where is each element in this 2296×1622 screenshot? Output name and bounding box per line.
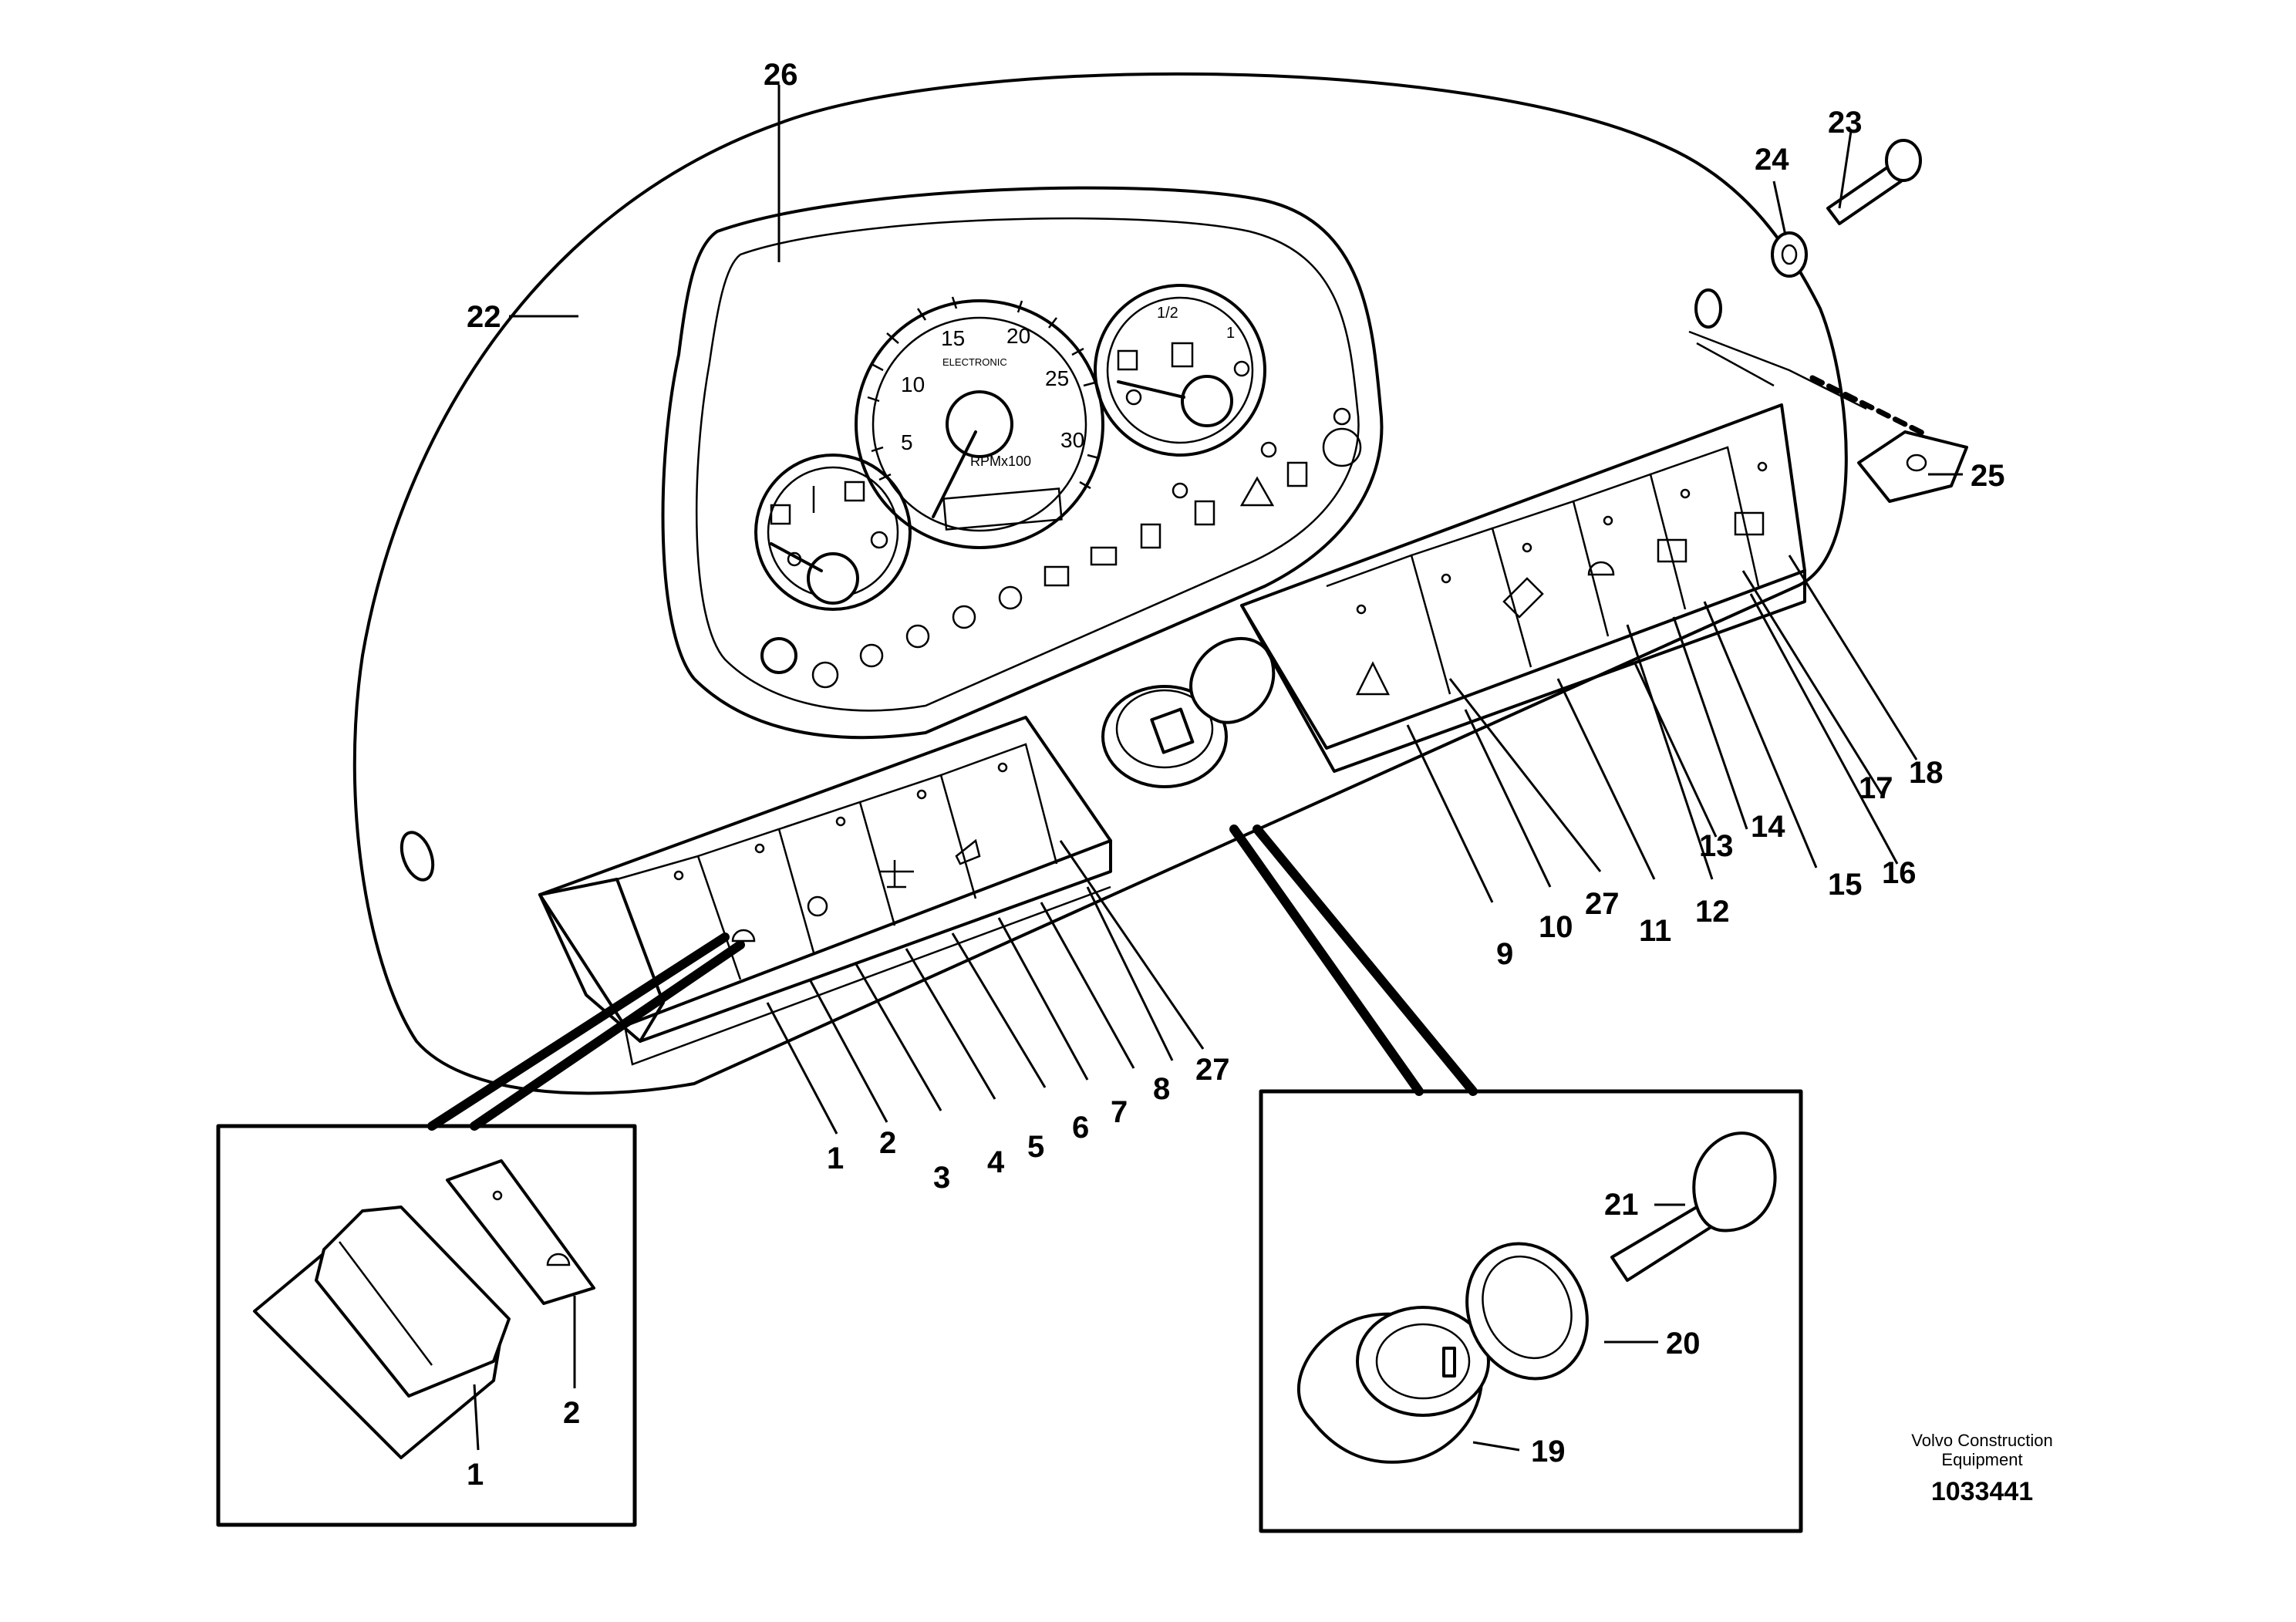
callout-5: 5 bbox=[1027, 1130, 1044, 1164]
gauge-cluster-inner-bezel bbox=[695, 217, 1360, 712]
bezel-ring bbox=[1465, 1242, 1589, 1381]
left-switch-bank bbox=[538, 716, 1112, 1066]
callout-1-detail: 1 bbox=[467, 1458, 484, 1492]
tach-scale-20: 20 bbox=[1006, 324, 1030, 348]
callout-4: 4 bbox=[987, 1145, 1005, 1179]
tachometer: 5 10 15 20 25 30 ELECTRONIC RPMx100 bbox=[855, 296, 1104, 549]
lamp-icon bbox=[1140, 523, 1161, 549]
callout-21: 21 bbox=[1604, 1188, 1639, 1222]
detail-box-ignition bbox=[1229, 824, 1803, 1533]
callout-3: 3 bbox=[933, 1161, 950, 1195]
callout-7: 7 bbox=[1111, 1095, 1128, 1129]
lamp-icon bbox=[1194, 500, 1215, 526]
washer bbox=[1771, 231, 1808, 278]
work-light-icon bbox=[1587, 561, 1615, 576]
lamp-icon bbox=[952, 605, 976, 629]
callout-25: 25 bbox=[1971, 459, 2005, 493]
callout-13: 13 bbox=[1699, 829, 1734, 863]
temperature-gauge bbox=[754, 454, 912, 611]
callout-12: 12 bbox=[1695, 895, 1730, 929]
callout-19: 19 bbox=[1531, 1435, 1566, 1469]
lamp-icon bbox=[905, 624, 930, 649]
callout-17: 17 bbox=[1859, 771, 1893, 805]
rear-wiper-icon bbox=[1657, 538, 1687, 563]
callout-23: 23 bbox=[1828, 106, 1863, 140]
callout-2: 2 bbox=[879, 1126, 896, 1160]
callout-9: 9 bbox=[1496, 937, 1513, 971]
callout-10: 10 bbox=[1539, 910, 1573, 944]
detail-box-switch bbox=[216, 932, 745, 1527]
work-light-icon bbox=[731, 929, 756, 943]
seat-icon bbox=[955, 838, 981, 865]
drawing-footer: Volvo Construction Equipment 1033441 bbox=[1911, 1431, 2052, 1506]
callout-20: 20 bbox=[1666, 1327, 1701, 1361]
tach-unit-label: RPMx100 bbox=[970, 454, 1031, 469]
work-light-icon bbox=[546, 1253, 571, 1266]
warning-triangle-icon bbox=[1239, 476, 1275, 507]
tach-brand-label: ELECTRONIC bbox=[942, 356, 1007, 368]
tach-scale-30: 30 bbox=[1060, 428, 1084, 452]
differential-lock-icon bbox=[879, 860, 914, 889]
warning-lamps bbox=[760, 407, 1362, 689]
tach-scale-10: 10 bbox=[901, 373, 925, 396]
tach-scale-15: 15 bbox=[941, 326, 965, 350]
callout-2-detail: 2 bbox=[563, 1396, 580, 1430]
tach-scale-25: 25 bbox=[1045, 366, 1069, 390]
company-name: Volvo Construction bbox=[1911, 1431, 2052, 1450]
tach-scale-5: 5 bbox=[901, 430, 913, 454]
battery-icon bbox=[1090, 546, 1118, 566]
drawing-number: 1033441 bbox=[1931, 1477, 2033, 1506]
callout-18: 18 bbox=[1909, 756, 1944, 790]
ignition-key bbox=[1189, 636, 1276, 724]
callout-27-left: 27 bbox=[1195, 1053, 1230, 1087]
lamp-icon bbox=[998, 585, 1023, 610]
lamp-icon bbox=[859, 643, 884, 668]
beacon-icon bbox=[1734, 511, 1765, 536]
panel-mount-hole bbox=[400, 831, 435, 882]
lamp-icon bbox=[1322, 427, 1362, 467]
leader-lines bbox=[473, 85, 1963, 1452]
spring-clip bbox=[1857, 430, 1968, 503]
screw-head bbox=[1885, 139, 1922, 182]
callout-14: 14 bbox=[1751, 810, 1785, 844]
wiper-icon bbox=[1502, 577, 1544, 619]
callout-8: 8 bbox=[1153, 1072, 1170, 1106]
callout-16: 16 bbox=[1882, 856, 1917, 890]
company-name-line2: Equipment bbox=[1941, 1450, 2022, 1469]
callout-24: 24 bbox=[1755, 143, 1789, 177]
callout-6: 6 bbox=[1072, 1111, 1089, 1145]
lamp-icon bbox=[811, 661, 839, 689]
lamp-icon bbox=[1043, 565, 1070, 587]
fuel-gauge: 1/2 1 bbox=[1094, 284, 1266, 457]
callout-22: 22 bbox=[467, 300, 501, 334]
fuel-scale-full: 1 bbox=[1226, 325, 1235, 342]
fuel-scale-half: 1/2 bbox=[1157, 305, 1178, 322]
mount-hole bbox=[1694, 288, 1722, 329]
lamp-icon bbox=[1286, 461, 1308, 487]
callout-15: 15 bbox=[1828, 868, 1863, 902]
lamp-icon bbox=[807, 895, 828, 917]
callout-11: 11 bbox=[1639, 914, 1671, 948]
callout-labels: 1 2 3 4 5 6 7 8 9 10 11 12 13 14 15 16 1… bbox=[467, 58, 2005, 1492]
hazard-triangle-icon bbox=[1355, 661, 1391, 696]
callout-1: 1 bbox=[827, 1141, 844, 1175]
callout-26: 26 bbox=[764, 58, 798, 92]
fastener-parts bbox=[1688, 139, 1968, 503]
right-switch-bank bbox=[1240, 403, 1806, 773]
ignition-switch bbox=[1101, 636, 1276, 788]
callout-27-right: 27 bbox=[1585, 887, 1620, 921]
